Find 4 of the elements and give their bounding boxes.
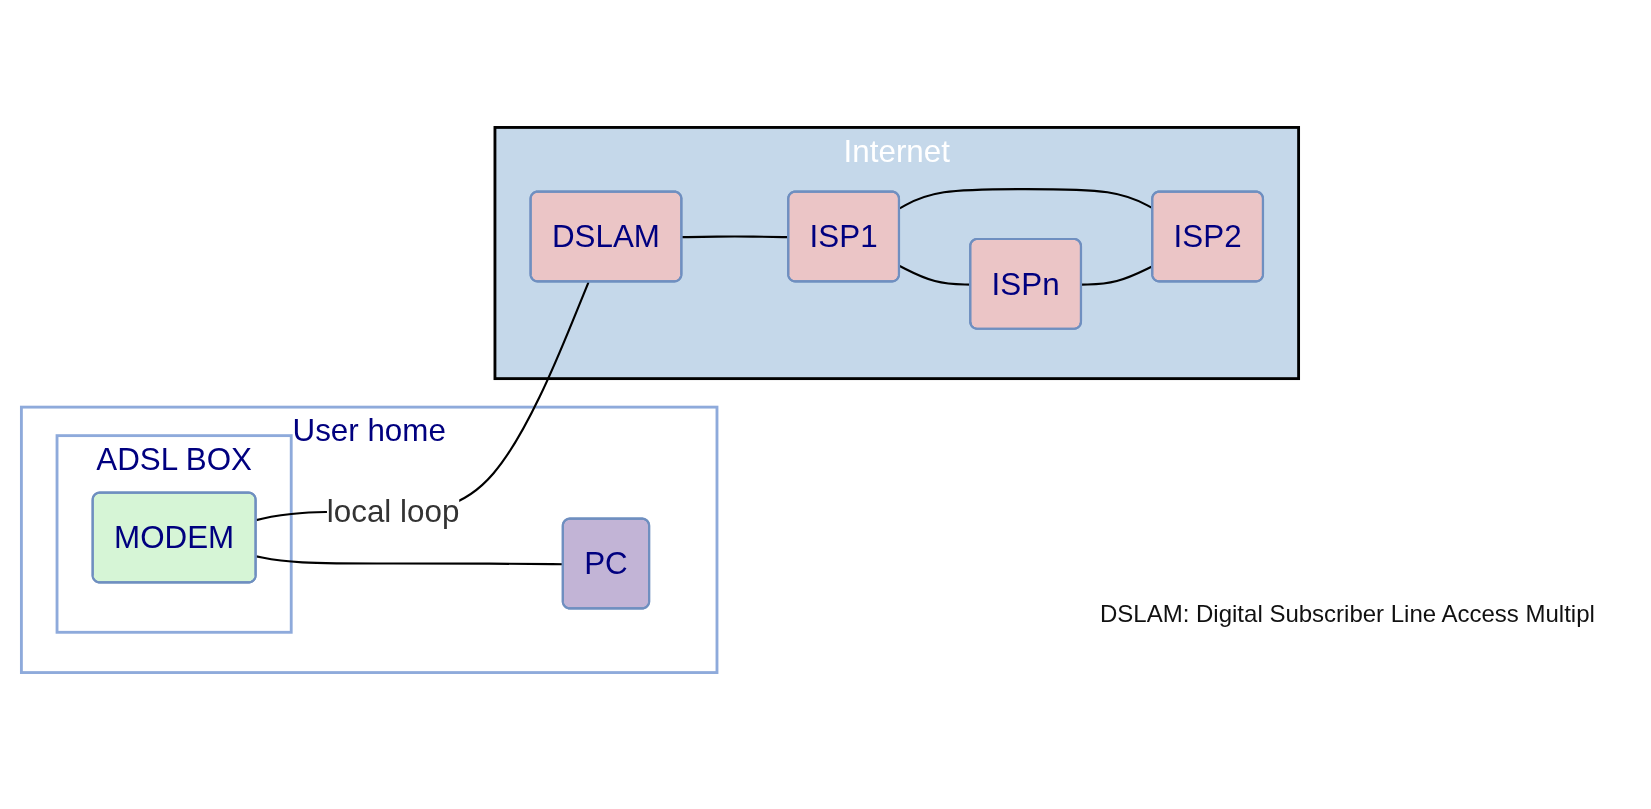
connector <box>899 265 971 286</box>
note-text: DSLAM: Digital Subscriber Line Access Multipl <box>1100 600 1595 628</box>
edge-label: local loop <box>326 493 460 530</box>
connector <box>682 235 789 239</box>
